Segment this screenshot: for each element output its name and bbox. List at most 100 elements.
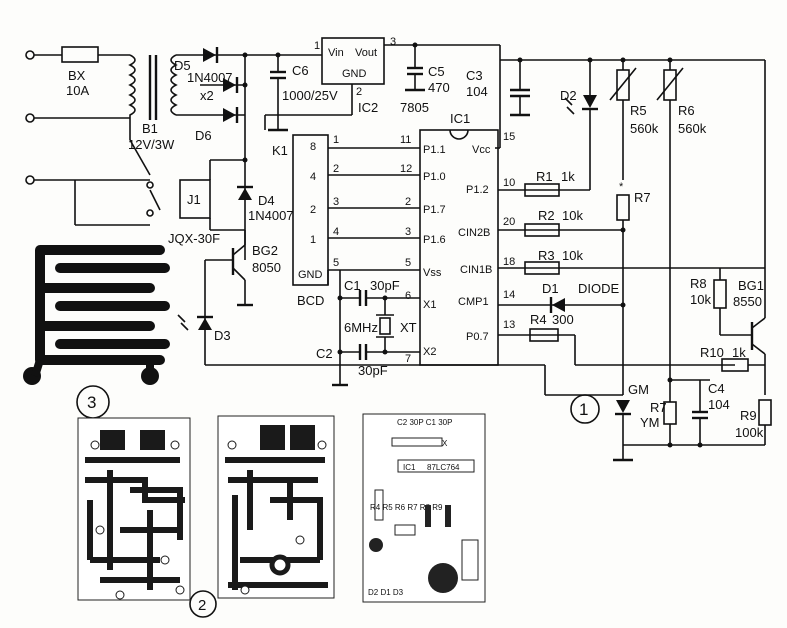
- ic1-pin-cin1b: CIN1B: [460, 264, 492, 276]
- c4-value: 104: [708, 397, 730, 412]
- gm-part: YM: [640, 415, 660, 430]
- c5-name: C5: [428, 64, 445, 79]
- ic1-pin-cin2b: CIN2B: [458, 227, 490, 239]
- d4-name: D4: [258, 193, 275, 208]
- ic1-name: IC1: [450, 111, 470, 126]
- ic1-pin-x2: X2: [423, 346, 436, 358]
- sensor-electrode: [23, 245, 170, 385]
- c1-value: 30pF: [370, 278, 400, 293]
- d5-name: D5: [174, 58, 191, 73]
- power-supply: C6 1000/25V Vin Vout GND 1 3 2 IC2 7805 …: [245, 36, 500, 132]
- fuse-bx: [61, 46, 99, 63]
- d4-part: 1N4007: [248, 208, 294, 223]
- ic1-body: [419, 129, 499, 366]
- r7-star: *: [619, 181, 624, 193]
- relay-part: JQX-30F: [168, 231, 220, 246]
- c4-name: C4: [708, 381, 725, 396]
- silk-ic1: IC1: [403, 463, 416, 472]
- r6-value: 560k: [678, 121, 707, 136]
- crystal-xt: [379, 317, 391, 335]
- vcc-rail: C3 104: [466, 45, 765, 149]
- callout-1: [570, 394, 600, 424]
- xtal-name: XT: [400, 320, 417, 335]
- silk-c2c1: C2 30P C1 30P: [397, 418, 452, 427]
- sensing-network: R1 1k D2 R2 10k R3 10k D1 DIODE R4 300 R…: [498, 60, 772, 462]
- callout-2: [189, 590, 217, 618]
- ic1-num-12: 12: [400, 163, 412, 175]
- relay-coil-j1: [179, 179, 211, 219]
- r3-value: 10k: [562, 248, 583, 263]
- c2-name: C2: [316, 346, 333, 361]
- d3-name: D3: [214, 328, 231, 343]
- r9-name: R9: [740, 408, 757, 423]
- silk-row: R4 R5 R6 R7 R8 R9: [370, 503, 443, 512]
- ic1-num-15: 15: [503, 131, 515, 143]
- r10-value: 1k: [732, 345, 746, 360]
- ic1-num-10: 10: [503, 177, 515, 189]
- ic1-num-7: 7: [405, 353, 411, 365]
- transformer-rating: 12V/3W: [128, 137, 175, 152]
- k1-name: K1: [272, 143, 288, 158]
- r5-value: 560k: [630, 121, 659, 136]
- ic1-pin-vss: Vss: [423, 267, 442, 279]
- pcb-top-layer: [217, 415, 335, 599]
- r8-value: 10k: [690, 292, 711, 307]
- ic1-pin-p17: P1.7: [423, 204, 446, 216]
- bcd-name: BCD: [297, 293, 324, 308]
- r4-name: R4: [530, 312, 547, 327]
- ic1-num-5: 5: [405, 257, 411, 269]
- ic1-num-20: 20: [503, 216, 515, 228]
- xtal-freq: 6MHz: [344, 320, 378, 335]
- regulator-ic2: [321, 37, 385, 85]
- transformer-b1: B1 12V/3W: [128, 54, 200, 152]
- reg-pinnum-1: 1: [314, 40, 320, 52]
- bcd-pin-1: 1: [333, 134, 339, 146]
- d1-name: D1: [542, 281, 559, 296]
- bg1-part: 8550: [733, 294, 762, 309]
- bcd-switch: 8 4 2 1 GND BCD 1 2 3 4 5: [292, 134, 420, 308]
- reg-pin-vout: Vout: [355, 47, 377, 59]
- bg2-part: 8050: [252, 260, 281, 275]
- bg2-name: BG2: [252, 243, 278, 258]
- ic1-num-3: 3: [405, 226, 411, 238]
- r1-body: [524, 183, 560, 197]
- relay-section: J1 JQX-30F K1 D4 1N4007: [25, 118, 294, 246]
- rectifier: D5 1N4007 x2 D6: [174, 47, 248, 260]
- silk-part: 87LC764: [427, 463, 460, 472]
- r7-top-body: [616, 194, 630, 221]
- ic1-num-18: 18: [503, 256, 515, 268]
- ic1-num-13: 13: [503, 319, 515, 331]
- bcd-gnd: GND: [298, 269, 323, 281]
- r6-name: R6: [678, 103, 695, 118]
- transistor-bg2: BG2 8050: [204, 230, 281, 330]
- r10-name: R10: [700, 345, 724, 360]
- bcd-bit-4: 4: [310, 171, 316, 183]
- bcd-pin-4: 4: [333, 226, 339, 238]
- fuse-rating: 10A: [66, 83, 89, 98]
- c6-name: C6: [292, 63, 309, 78]
- callout-3-label: 3: [87, 393, 96, 412]
- d5-part: 1N4007: [187, 70, 233, 85]
- c3-name: C3: [466, 68, 483, 83]
- bg1-name: BG1: [738, 278, 764, 293]
- reg-pin-gnd: GND: [342, 68, 367, 80]
- mains-input: BX 10A: [25, 46, 130, 123]
- pcb-silkscreen: C2 30P C1 30P X IC1 87LC764 R4 R5 R6 R7 …: [362, 413, 486, 603]
- c1-name: C1: [344, 278, 361, 293]
- ic1-pin-p16: P1.6: [423, 234, 446, 246]
- silk-bottom: D2 D1 D3: [368, 588, 404, 597]
- silk-x: X: [442, 439, 448, 448]
- c3-value: 104: [466, 84, 488, 99]
- r7-bottom-name: R7: [650, 400, 667, 415]
- ic1-num-11: 11: [400, 134, 411, 146]
- reg-pin-vin: Vin: [328, 47, 344, 59]
- reg-name: IC2: [358, 100, 378, 115]
- r4-value: 300: [552, 312, 574, 327]
- c6-value: 1000/25V: [282, 88, 338, 103]
- ic1-num-2: 2: [405, 196, 411, 208]
- crystal-section: C1 30pF 6MHz XT C2 30pF: [316, 270, 420, 387]
- fuse-name: BX: [68, 68, 86, 83]
- ic1-pin-x1: X1: [423, 299, 436, 311]
